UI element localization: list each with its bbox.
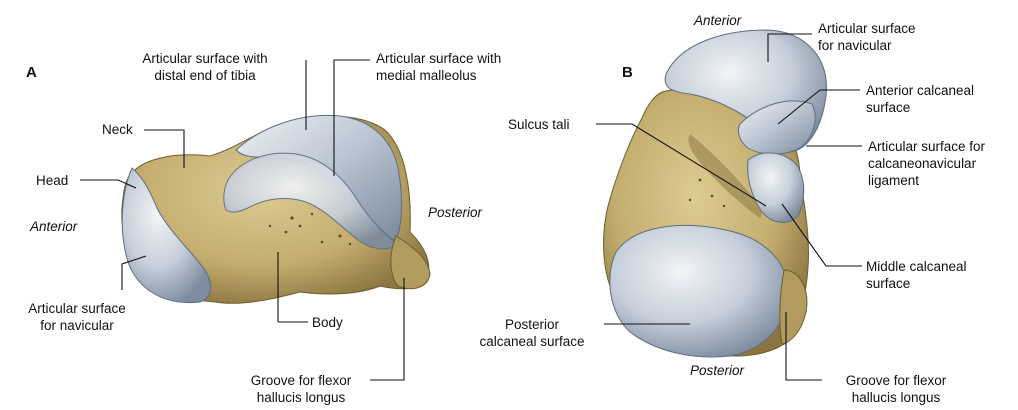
label-a-tibial-line1: Articular surface with <box>110 50 300 67</box>
label-a-neck: Neck <box>102 121 133 138</box>
label-b-calcaneonavicular: Articular surface for calcaneonavicular … <box>868 138 985 189</box>
label-b-ant-calc-line2: surface <box>866 99 974 116</box>
label-a-anterior: Anterior <box>30 218 77 235</box>
label-b-mid-calc-line1: Middle calcaneal <box>866 258 967 275</box>
label-a-head: Head <box>36 172 68 189</box>
label-a-malleolar-articular: Articular surface with medial malleolus <box>376 50 501 84</box>
label-a-body: Body <box>312 314 343 331</box>
label-a-groove-line1: Groove for flexor <box>236 372 366 389</box>
label-a-malleolar-line2: medial malleolus <box>376 67 501 84</box>
label-a-malleolar-line1: Articular surface with <box>376 50 501 67</box>
leader-a-groove <box>370 278 404 380</box>
talus-view-b <box>604 30 827 357</box>
label-b-ant-calc-line1: Anterior calcaneal <box>866 82 974 99</box>
talus-b-posterior-calcaneal <box>610 225 788 357</box>
label-b-navicular-line1: Articular surface <box>818 20 916 37</box>
label-b-anterior: Anterior <box>694 12 741 29</box>
label-b-calcnav-line3: ligament <box>868 172 985 189</box>
label-b-groove-line1: Groove for flexor <box>826 372 966 389</box>
panel-letter-a: A <box>26 64 37 81</box>
label-a-tibial-line2: distal end of tibia <box>110 67 300 84</box>
label-b-anterior-calcaneal: Anterior calcaneal surface <box>866 82 974 116</box>
label-b-calcnav-line1: Articular surface for <box>868 138 985 155</box>
label-b-middle-calcaneal: Middle calcaneal surface <box>866 258 967 292</box>
label-a-navicular-articular: Articular surface for navicular <box>4 300 150 334</box>
label-a-navicular-line2: for navicular <box>4 317 150 334</box>
label-b-navicular-line2: for navicular <box>818 37 916 54</box>
label-b-post-calc-line2: calcaneal surface <box>462 333 602 350</box>
label-b-calcnav-line2: calcaneonavicular <box>868 155 985 172</box>
label-b-groove-line2: hallucis longus <box>826 389 966 406</box>
label-a-navicular-line1: Articular surface <box>4 300 150 317</box>
label-a-posterior: Posterior <box>428 204 482 221</box>
label-b-sulcus-tali: Sulcus tali <box>508 116 570 133</box>
label-a-groove: Groove for flexor hallucis longus <box>236 372 366 406</box>
label-b-mid-calc-line2: surface <box>866 275 967 292</box>
label-b-posterior: Posterior <box>690 362 744 379</box>
label-b-posterior-calcaneal: Posterior calcaneal surface <box>462 316 602 350</box>
label-b-groove: Groove for flexor hallucis longus <box>826 372 966 406</box>
label-a-tibial-articular: Articular surface with distal end of tib… <box>110 50 300 84</box>
label-b-post-calc-line1: Posterior <box>462 316 602 333</box>
talus-view-a <box>122 115 430 303</box>
panel-letter-b: B <box>622 64 633 81</box>
label-b-navicular-articular: Articular surface for navicular <box>818 20 916 54</box>
label-a-groove-line2: hallucis longus <box>236 389 366 406</box>
